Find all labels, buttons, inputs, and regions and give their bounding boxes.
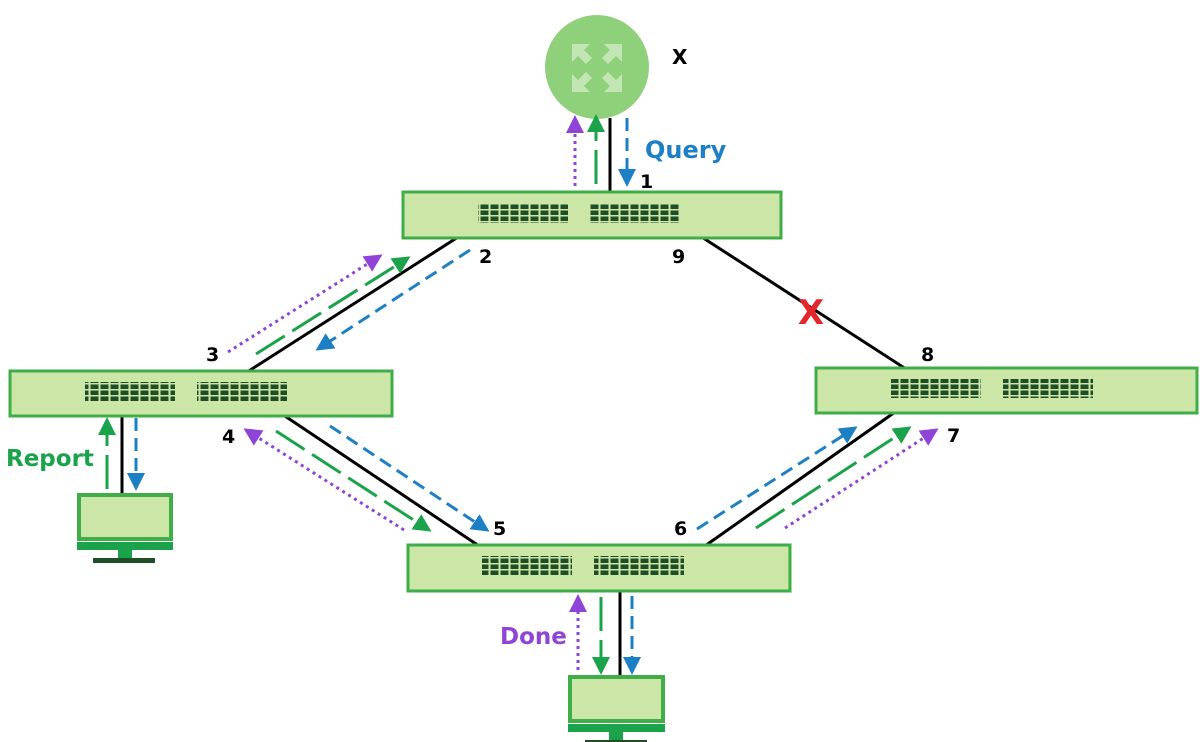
port-label-4: 4 — [222, 426, 235, 448]
link-failure-mark: X — [798, 293, 824, 333]
switch-left-ports-left — [85, 382, 175, 401]
host-left-screen — [77, 493, 173, 541]
link-sw1-sw3 — [679, 221, 921, 380]
query-arrow-2-3 — [315, 248, 471, 351]
switch-top-ports-left — [478, 204, 568, 223]
router-body — [545, 15, 649, 119]
switch-top-ports-right — [590, 204, 680, 223]
host-bottom-screen — [568, 675, 665, 723]
report-arrow-4-5 — [275, 429, 432, 532]
port-label-9: 9 — [672, 246, 685, 268]
query-arrow-4-5 — [329, 424, 490, 532]
switch-bottom[interactable] — [406, 543, 792, 593]
switch-left[interactable] — [8, 369, 394, 418]
host-left-monitor[interactable] — [77, 493, 173, 563]
report-arrows — [98, 114, 912, 675]
done-label: Done — [500, 624, 567, 650]
port-label-8: 8 — [921, 344, 934, 366]
switch-right[interactable] — [814, 366, 1199, 415]
switch-left-ports-right — [197, 382, 287, 401]
switch-right-ports-right — [1003, 379, 1093, 398]
link-sw2-sw4 — [254, 394, 501, 562]
report-label: Report — [6, 446, 94, 472]
done-arrows — [227, 115, 939, 670]
port-label-6: 6 — [674, 518, 687, 540]
port-label-2: 2 — [479, 246, 492, 268]
host-bottom-neck — [609, 732, 623, 740]
switch-top[interactable] — [401, 190, 783, 240]
switch-bottom-ports-left — [482, 556, 572, 575]
router-x[interactable] — [545, 15, 649, 119]
link-sw1-sw2 — [229, 221, 481, 385]
host-bottom-monitor[interactable] — [568, 675, 665, 742]
port-label-7: 7 — [947, 425, 960, 447]
done-arrow-3-2 — [227, 254, 383, 354]
host-bottom-bezel — [568, 724, 665, 732]
switch-bottom-ports-right — [594, 556, 684, 575]
host-bottom-stand — [585, 740, 647, 742]
report-arrow-3-2 — [255, 256, 411, 356]
query-label: Query — [645, 136, 727, 164]
port-label-5: 5 — [493, 518, 506, 540]
switch-right-ports-left — [891, 379, 981, 398]
done-arrow-5-4 — [243, 428, 405, 532]
router-arrows-icon — [572, 44, 622, 92]
port-label-3: 3 — [206, 344, 219, 366]
done-arrow-6-7 — [784, 428, 939, 530]
query-arrow-6-8 — [696, 426, 858, 531]
link-sw4-sw3 — [684, 396, 916, 562]
port-label-1: 1 — [640, 171, 653, 193]
host-left-stand — [93, 558, 155, 563]
report-arrow-6-7 — [755, 426, 912, 530]
router-label: X — [672, 45, 688, 69]
query-arrows — [127, 118, 858, 675]
host-left-neck — [118, 550, 132, 558]
host-left-bezel — [77, 542, 173, 550]
